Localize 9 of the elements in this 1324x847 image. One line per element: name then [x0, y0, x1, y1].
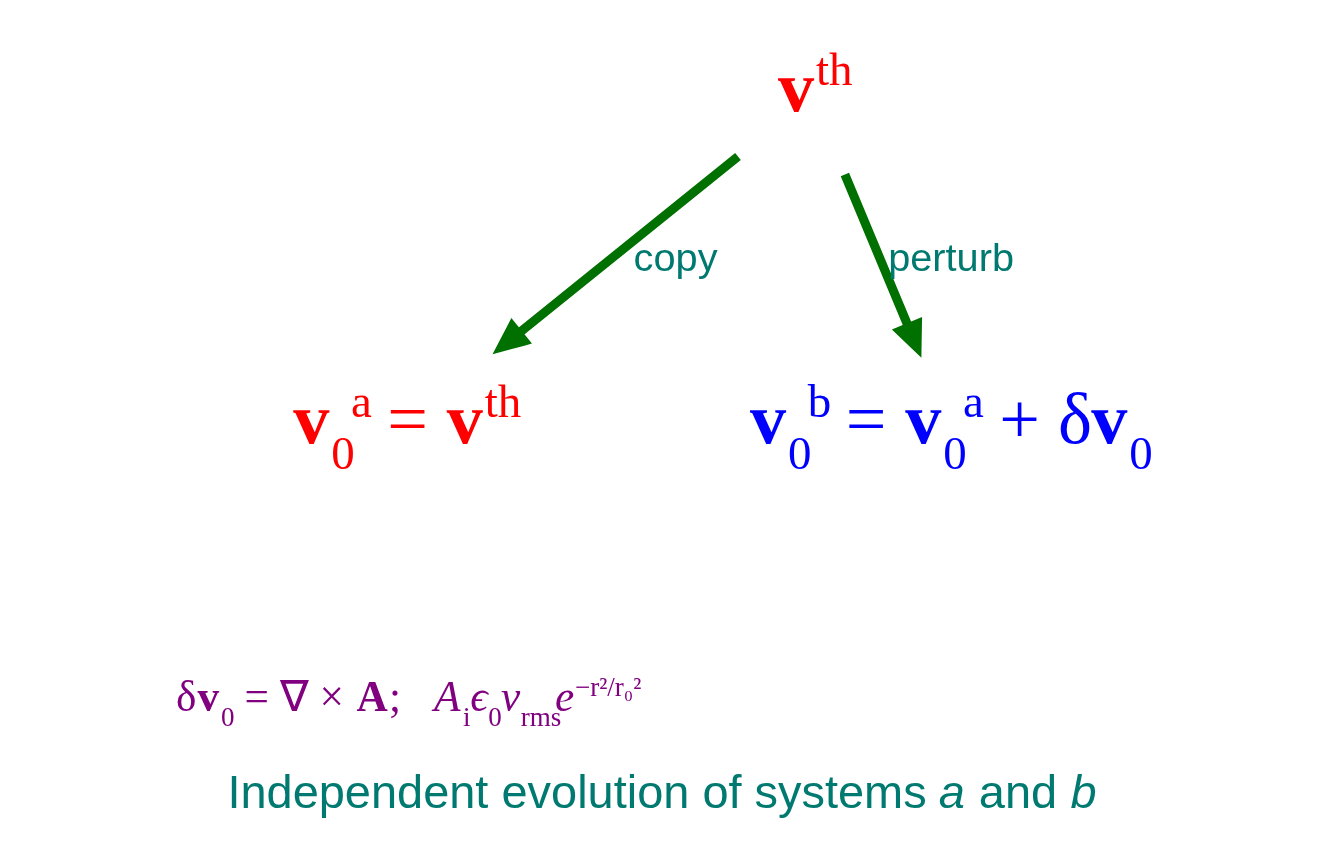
arrow: [840, 172, 922, 358]
edge-label: copy: [633, 235, 717, 280]
node-text: v$_{0}$$^{a}$ = v$^{th}$: [292, 375, 521, 480]
caption: Independent evolution of systems a and b: [226, 765, 1097, 818]
node-text: v$_{0}$$^{b}$ = v$_{0}$$^{a}$ + δv$_{0}$: [749, 375, 1153, 480]
arrow: [492, 153, 741, 355]
label: δv$_{0}$ = ∇ × A; A$_{i}$ϵ$_{0}$v$_{rms}$e$^{−r²/r₀²}$: [175, 671, 641, 732]
edge-label: perturb: [887, 235, 1014, 280]
node-text: v$^{th}$: [777, 43, 852, 128]
